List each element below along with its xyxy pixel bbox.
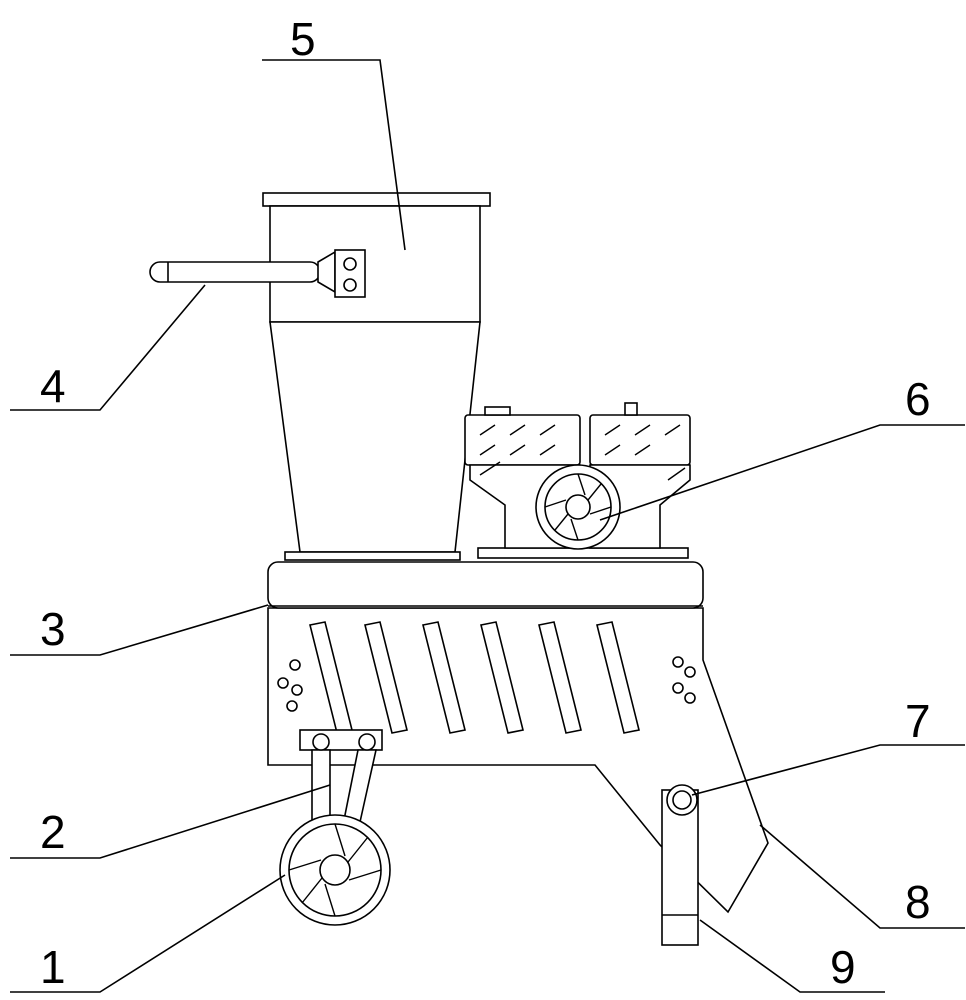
label-5: 5 [290,13,316,65]
label-2: 2 [40,806,66,858]
label-4: 4 [40,360,66,412]
label-7: 7 [905,695,931,747]
wheel [280,815,390,925]
label-9: 9 [830,941,856,993]
leg [662,785,698,945]
label-8: 8 [905,876,931,928]
label-6: 6 [905,373,931,425]
motor [465,403,690,558]
label-1: 1 [40,941,66,993]
label-3: 3 [40,603,66,655]
hopper [263,193,490,560]
handle [150,250,365,297]
